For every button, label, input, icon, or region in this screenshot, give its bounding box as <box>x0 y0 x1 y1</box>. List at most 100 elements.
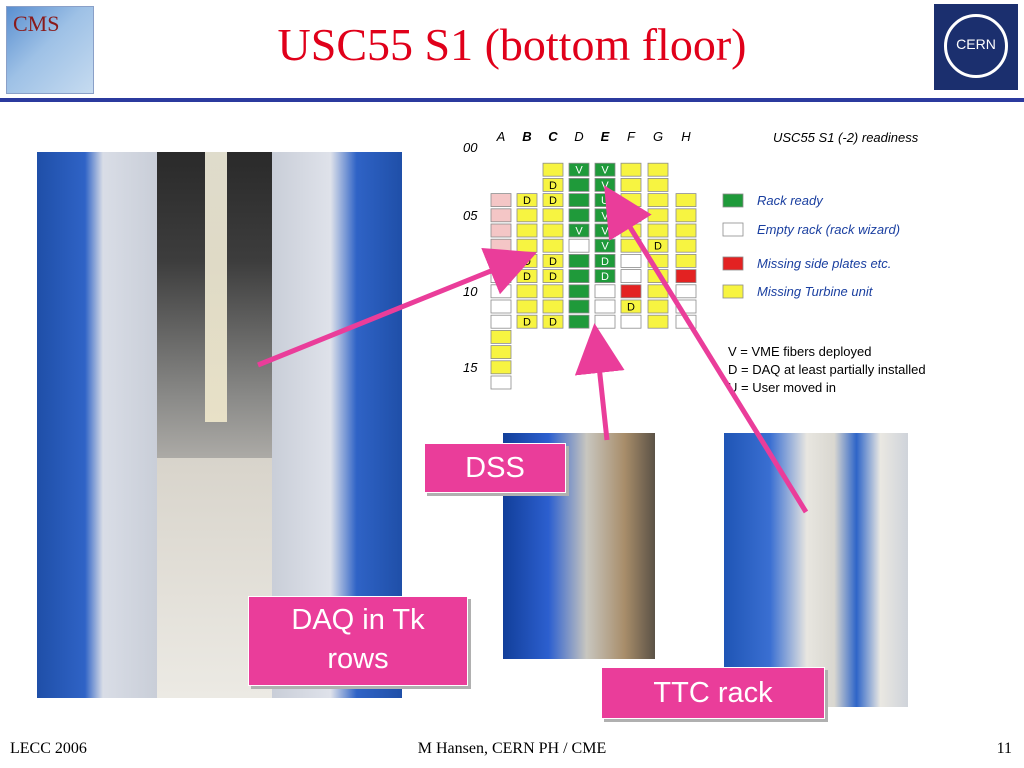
row-label-05: 05 <box>463 208 478 223</box>
rack-cell-c-11 <box>542 314 564 329</box>
column-header-b: B <box>522 129 531 144</box>
rack-cell-c-1 <box>542 162 564 177</box>
row-label-00: 00 <box>463 140 478 155</box>
column-header-c: C <box>548 129 558 144</box>
cern-logo-text: CERN <box>956 36 996 52</box>
rack-cell-letter-e-2: V <box>601 180 609 192</box>
legend-swatch-white <box>722 222 744 237</box>
rack-cell-h-4 <box>675 208 697 223</box>
rack-cell-h-11 <box>675 314 697 329</box>
rack-cell-g-4 <box>647 208 669 223</box>
column-header-e: E <box>601 129 610 144</box>
rack-cell-letter-c-3: D <box>549 195 557 207</box>
rack-cell-f-11 <box>620 314 642 329</box>
rack-cell-letter-c-2: D <box>549 180 557 192</box>
rack-cell-a-9 <box>490 284 512 299</box>
rack-cell-a-14 <box>490 360 512 375</box>
rack-cell-g-10 <box>647 299 669 314</box>
rack-cell-letter-e-8: D <box>601 271 609 283</box>
chart-title: USC55 S1 (-2) readiness <box>773 130 919 145</box>
row-label-15: 15 <box>463 360 478 375</box>
rack-cell-d-3 <box>568 193 590 207</box>
rack-cell-letter-e-4: V <box>601 210 609 222</box>
callout-daq-line1: DAQ in Tk <box>291 604 425 636</box>
rack-cell-letter-f-10: D <box>627 302 635 314</box>
rack-cell-letter-b-3: D <box>523 195 531 207</box>
footer-author: M Hansen, CERN PH / CME <box>417 740 607 757</box>
rack-cell-a-13 <box>490 345 512 360</box>
rack-cell-e-9 <box>594 284 616 299</box>
callout-daq-in-tk-rows: DAQ in Tk rows <box>248 596 468 686</box>
legend-note-1: D = DAQ at least partially installed <box>728 362 926 377</box>
cms-logo-text: CMS <box>13 11 60 36</box>
slide-title: USC55 S1 (bottom floor) <box>277 19 747 70</box>
rack-cell-b-5 <box>516 223 538 238</box>
rack-cell-letter-g-6: D <box>654 241 662 253</box>
rack-cell-letter-c-11: D <box>549 317 557 329</box>
rack-cell-letter-b-11: D <box>523 317 531 329</box>
photo-ttc-rack <box>724 433 908 707</box>
rack-cell-a-7 <box>490 253 512 268</box>
rack-cell-e-1 <box>594 162 616 177</box>
rack-cell-letter-c-8: D <box>549 271 557 283</box>
rack-cell-g-11 <box>647 314 669 329</box>
rack-cell-d-11 <box>568 314 590 329</box>
legend-note-2: U = User moved in <box>728 380 836 395</box>
rack-cell-d-8 <box>568 269 590 284</box>
legend-label-white: Empty rack (rack wizard) <box>757 222 900 237</box>
column-header-g: G <box>653 129 663 144</box>
rack-cell-h-8 <box>675 269 697 284</box>
rack-cell-g-1 <box>647 162 669 177</box>
rack-cell-a-12 <box>490 329 512 344</box>
rack-cell-c-7 <box>542 253 564 268</box>
rack-cell-d-7 <box>568 253 590 268</box>
rack-cell-h-7 <box>675 253 697 268</box>
rack-cell-a-3 <box>490 193 512 207</box>
cern-logo-ring <box>944 14 1008 78</box>
column-header-h: H <box>681 129 691 144</box>
column-header-a: A <box>496 129 506 144</box>
rack-cell-a-15 <box>490 375 512 390</box>
rack-cell-letter-e-1: V <box>601 165 609 177</box>
rack-cell-g-8 <box>647 269 669 284</box>
rack-cell-f-2 <box>620 178 642 192</box>
rack-cell-letter-c-7: D <box>549 256 557 268</box>
rack-cell-d-9 <box>568 284 590 299</box>
rack-cell-b-10 <box>516 299 538 314</box>
row-label-10: 10 <box>463 284 478 299</box>
rack-cell-h-3 <box>675 193 697 207</box>
legend-label-yellow: Missing Turbine unit <box>757 284 874 299</box>
footer-page-number: 11 <box>996 740 1012 757</box>
rack-cell-a-5 <box>490 223 512 238</box>
rack-cell-letter-e-5: V <box>601 226 609 238</box>
rack-cell-d-2 <box>568 178 590 192</box>
rack-cell-e-10 <box>594 299 616 314</box>
rack-cell-e-11 <box>594 314 616 329</box>
rack-cell-d-1 <box>568 162 590 177</box>
rack-cell-a-6 <box>490 238 512 253</box>
rack-cell-f-4 <box>620 208 642 223</box>
legend-label-green: Rack ready <box>757 193 824 208</box>
legend-swatch-yellow <box>722 284 744 299</box>
rack-cell-letter-d-1: V <box>575 165 583 177</box>
rack-cell-letter-e-3: U <box>601 195 609 207</box>
rack-cell-c-3 <box>542 193 564 207</box>
rack-cell-g-3 <box>647 193 669 207</box>
rack-cell-c-8 <box>542 269 564 284</box>
rack-cell-f-7 <box>620 253 642 268</box>
rack-cell-f-1 <box>620 162 642 177</box>
rack-cell-f-8 <box>620 269 642 284</box>
rack-cell-d-5 <box>568 223 590 238</box>
rack-cell-g-7 <box>647 253 669 268</box>
rack-cell-letter-b-7: D <box>523 256 531 268</box>
rack-cell-g-5 <box>647 223 669 238</box>
title-divider <box>0 98 1024 102</box>
rack-cell-b-3 <box>516 193 538 207</box>
legend-swatch-green <box>722 193 744 208</box>
cms-logo: CMS <box>6 6 94 94</box>
rack-cell-letter-b-8: D <box>523 271 531 283</box>
rack-cell-c-5 <box>542 223 564 238</box>
rack-cell-b-6 <box>516 238 538 253</box>
rack-cell-f-6 <box>620 238 642 253</box>
